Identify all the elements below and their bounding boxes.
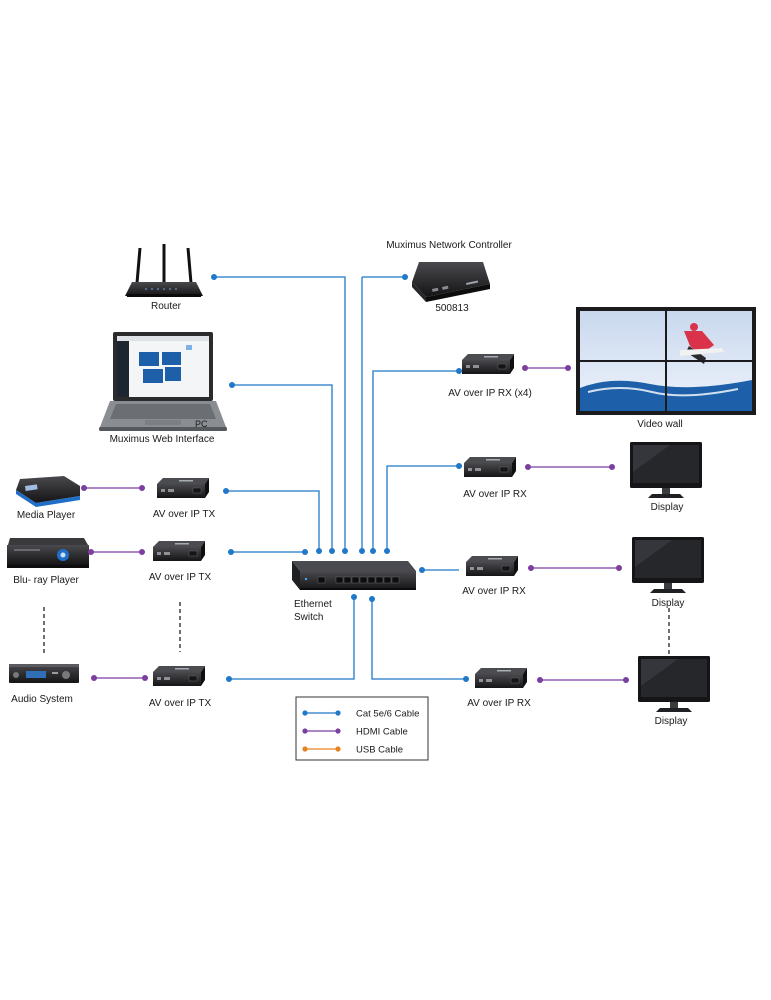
rx3-device-icon bbox=[475, 668, 527, 688]
cat-connector-dot bbox=[316, 548, 322, 554]
rx1-label: AV over IP RX bbox=[463, 489, 527, 500]
rx3-label: AV over IP RX bbox=[467, 698, 531, 709]
display2-label: Display bbox=[651, 598, 685, 609]
cat-connector-dot bbox=[302, 549, 308, 555]
legend-item-label: USB Cable bbox=[356, 745, 403, 756]
hdmi-connector-dot bbox=[623, 677, 629, 683]
tx1-device-icon bbox=[157, 478, 209, 498]
cable-rx1-switch bbox=[386, 465, 459, 551]
bluray-player-icon bbox=[7, 538, 89, 568]
cat-connector-dot bbox=[226, 676, 232, 682]
media-player-label: Media Player bbox=[16, 510, 76, 521]
cable-tx3-switch bbox=[229, 597, 355, 680]
cat-connector-dot bbox=[419, 567, 425, 573]
legend-item-label: Cat 5e/6 Cable bbox=[356, 709, 419, 720]
legend-item: Cat 5e/6 Cable bbox=[302, 709, 419, 720]
cat-connector-dot bbox=[329, 548, 335, 554]
video-wall-icon bbox=[576, 307, 756, 415]
cat-connector-dot bbox=[402, 274, 408, 280]
hdmi-connector-dot bbox=[528, 565, 534, 571]
cable-rx3-switch bbox=[371, 599, 466, 680]
rx2-label: AV over IP RX bbox=[462, 586, 526, 597]
cat-connector-dot bbox=[456, 463, 462, 469]
cat-connector-dot bbox=[228, 549, 234, 555]
pc-label: Muximus Web Interface bbox=[109, 434, 215, 445]
hdmi-connector-dot bbox=[537, 677, 543, 683]
network-controller-icon bbox=[412, 262, 490, 302]
display2-icon bbox=[632, 537, 704, 593]
tx3-device-icon bbox=[153, 666, 205, 686]
rx-wall-label: AV over IP RX (x4) bbox=[448, 388, 532, 399]
router-label: Router bbox=[150, 301, 182, 312]
cat-connector-dot bbox=[229, 382, 235, 388]
hdmi-connector-dot bbox=[616, 565, 622, 571]
hdmi-connector-dot bbox=[139, 549, 145, 555]
tx2-label: AV over IP TX bbox=[148, 572, 212, 583]
switch-label-line2: Switch bbox=[294, 612, 324, 623]
cat-connector-dot bbox=[223, 488, 229, 494]
cable-pc-switch bbox=[232, 384, 333, 551]
hdmi-connector-dot bbox=[142, 675, 148, 681]
legend-item-label: HDMI Cable bbox=[356, 727, 408, 738]
tx1-label: AV over IP TX bbox=[152, 509, 216, 520]
bluray-player-label: Blu- ray Player bbox=[13, 575, 79, 586]
cat-connector-dot bbox=[463, 676, 469, 682]
hdmi-connector-dot bbox=[139, 485, 145, 491]
tx3-label: AV over IP TX bbox=[148, 698, 212, 709]
legend-item: HDMI Cable bbox=[302, 727, 408, 738]
media-player-icon bbox=[16, 476, 80, 507]
hdmi-connector-dot bbox=[525, 464, 531, 470]
switch-label-line1: Ethernet bbox=[294, 599, 332, 610]
cat-connector-dot bbox=[384, 548, 390, 554]
hdmi-connector-dot bbox=[609, 464, 615, 470]
cat-connector-dot bbox=[211, 274, 217, 280]
hdmi-connector-dot bbox=[91, 675, 97, 681]
cable-tx1-switch bbox=[226, 490, 320, 551]
cat-connector-dot bbox=[456, 368, 462, 374]
rx1-device-icon bbox=[464, 457, 516, 477]
display1-label: Display bbox=[650, 502, 684, 513]
hdmi-connector-dot bbox=[522, 365, 528, 371]
ethernet-switch-icon bbox=[292, 561, 416, 590]
audio-system-icon bbox=[9, 664, 79, 683]
pc-badge-label: PC bbox=[195, 419, 208, 429]
legend-item: USB Cable bbox=[302, 745, 403, 756]
cat-connector-dot bbox=[351, 594, 357, 600]
display1-icon bbox=[630, 442, 702, 498]
cable-rxwall-switch bbox=[372, 370, 459, 551]
router-icon bbox=[125, 244, 203, 297]
cat-connector-dot bbox=[370, 548, 376, 554]
controller-model-label: 500813 bbox=[435, 303, 469, 314]
cat-connector-dot bbox=[342, 548, 348, 554]
hdmi-connector-dot bbox=[81, 485, 87, 491]
rx2-device-icon bbox=[466, 556, 518, 576]
display3-label: Display bbox=[654, 716, 688, 727]
video-wall-label: Video wall bbox=[637, 419, 683, 430]
cat-connector-dot bbox=[369, 596, 375, 602]
laptop-icon bbox=[99, 332, 227, 431]
cat-connector-dot bbox=[359, 548, 365, 554]
hdmi-connector-dot bbox=[88, 549, 94, 555]
controller-title-label: Muximus Network Controller bbox=[386, 240, 512, 251]
display3-icon bbox=[638, 656, 710, 712]
tx2-device-icon bbox=[153, 541, 205, 561]
audio-system-label: Audio System bbox=[11, 694, 73, 705]
cable-router-switch bbox=[214, 276, 346, 551]
rx-wall-device-icon bbox=[462, 354, 514, 374]
hdmi-connector-dot bbox=[565, 365, 571, 371]
